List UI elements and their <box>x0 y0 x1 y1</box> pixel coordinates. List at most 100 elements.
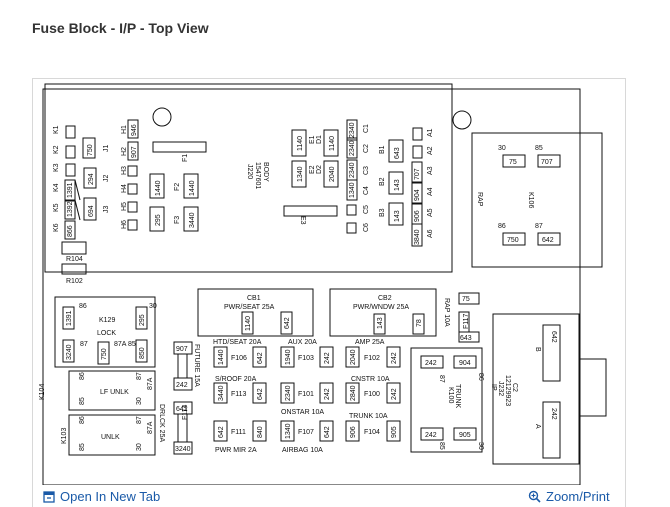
fuse-title-onstar: ONSTAR 10A <box>281 409 324 416</box>
k100-label: K100 <box>447 387 454 403</box>
c5-label: C5 <box>363 205 370 214</box>
f113-left-value: 3440 <box>218 385 225 401</box>
mount-hole-left <box>152 107 172 127</box>
unlk-label: UNLK <box>101 434 120 441</box>
fuse-f103: F103 <box>298 355 314 362</box>
drlck-label: DRLCK 25A <box>158 404 165 442</box>
d2-label: D2 <box>316 165 323 174</box>
k6-label: K6 <box>53 223 60 232</box>
body-panel <box>44 83 453 273</box>
e1-value: 1140 <box>297 136 304 151</box>
e2-label: E2 <box>309 165 316 174</box>
drlck-value-642: 642 <box>176 406 188 413</box>
j-value-750: 750 <box>87 144 94 156</box>
a5-value: 906 <box>414 210 421 222</box>
c2-part-number: 12129923 <box>504 375 511 406</box>
rap-value-642: 642 <box>542 237 554 244</box>
f101-right-value: 242 <box>324 388 331 400</box>
fuse-f104: F104 <box>364 429 380 436</box>
lock-pin-87: 87 <box>80 341 88 348</box>
lf-pin-30: 30 <box>136 397 143 405</box>
future-value-242: 242 <box>176 382 188 389</box>
k-value-1391: 1391 <box>67 182 74 198</box>
k5-label: K5 <box>53 203 60 212</box>
fuse-grid <box>213 346 401 442</box>
rap-relay-box <box>471 132 603 268</box>
h-value-907: 907 <box>131 146 138 158</box>
open-in-new-tab-label: Open In New Tab <box>60 489 161 504</box>
k3-label: K3 <box>53 163 60 172</box>
lock-pin-86: 86 <box>79 303 87 310</box>
c2-ip-label: IP <box>490 384 497 391</box>
f104-right-value: 905 <box>391 426 398 438</box>
trunk-relay-box <box>410 347 483 453</box>
rap-fuse-707 <box>537 154 561 168</box>
h2-label: H2 <box>121 147 128 156</box>
fuse-title-trunk: TRUNK 10A <box>349 413 388 420</box>
connector-pin-b: B <box>534 347 541 352</box>
f113-right-value: 642 <box>257 388 264 400</box>
lf-unlk-label: LF UNLK <box>100 389 129 396</box>
unlk-pin-85: 85 <box>79 443 86 451</box>
fuse-title-cnstr: CNSTR 10A <box>351 376 390 383</box>
c3-value: 2340 <box>349 162 356 178</box>
rap-pin-87: 87 <box>535 223 543 230</box>
h6-label: H6 <box>121 220 128 229</box>
unlk-pin-87a: 87A <box>147 421 154 434</box>
cb1-name: CB1 <box>247 295 261 302</box>
f103-left-value: 1940 <box>285 349 292 365</box>
a4-label: A4 <box>427 187 434 196</box>
j1-label: J1 <box>103 145 110 153</box>
j3-label: J3 <box>103 206 110 214</box>
h4-label: H4 <box>121 184 128 193</box>
f104-left-value: 906 <box>350 426 357 438</box>
a3-label: A3 <box>427 166 434 175</box>
j-value-294: 294 <box>88 173 95 185</box>
h5-label: H5 <box>121 202 128 211</box>
a6-label: A6 <box>427 229 434 238</box>
rap-pin-30: 30 <box>498 145 506 152</box>
page-title: Fuse Block - I/P - Top View <box>32 20 209 36</box>
fuse-f111: F111 <box>231 429 246 436</box>
rap-10a-label: RAP 10A <box>443 298 450 327</box>
fuse-f102: F102 <box>364 355 380 362</box>
k106-label: K106 <box>527 192 534 208</box>
drlck-value-3240: 3240 <box>175 446 191 453</box>
cb1-value-642: 642 <box>284 317 291 329</box>
a6-value: 3840 <box>414 229 421 245</box>
fuse-title-pwr-mir: PWR MIR 2A <box>215 447 257 454</box>
lf-pin-85: 85 <box>79 397 86 405</box>
lock-pin-30: 30 <box>149 303 157 310</box>
f3-label: F3 <box>174 216 181 224</box>
connector-pin-a: A <box>534 424 541 429</box>
k103-label: K103 <box>61 428 68 444</box>
f103-right-value: 242 <box>324 352 331 364</box>
trunk-pin-87: 87 <box>438 375 445 383</box>
e1-label: E1 <box>309 135 316 144</box>
zoom-print-link[interactable]: Zoom/Print <box>528 489 610 506</box>
rap-fuse-642 <box>537 232 561 246</box>
e3-label: E3 <box>299 216 306 225</box>
rap-value-75: 75 <box>509 159 517 166</box>
trunk-value-tr: 904 <box>459 360 471 367</box>
k-value-866: 866 <box>67 225 74 237</box>
cb2-name: CB2 <box>378 295 392 302</box>
h3-label: H3 <box>121 166 128 175</box>
c2-label: C2 <box>363 144 370 153</box>
e2-value: 1340 <box>297 166 304 182</box>
r104-label: R104 <box>66 256 83 263</box>
c2-connector-id: J232 <box>497 381 504 396</box>
r102-label: R102 <box>66 278 83 285</box>
f114-label: F114 <box>182 404 189 420</box>
lf-unlk-relay-box <box>68 370 156 411</box>
future-label: FUTURE 15A <box>193 344 200 387</box>
rap-fuse-value-75: 75 <box>462 296 470 303</box>
c2-label: C2 <box>511 383 518 392</box>
b3-label: B3 <box>379 208 386 217</box>
open-in-new-tab-link[interactable]: Open In New Tab <box>43 489 160 506</box>
trunk-label: TRUNK <box>454 384 461 408</box>
cb1-box <box>197 288 314 337</box>
c2-value: 2340 <box>349 140 356 156</box>
c4-value: 1340 <box>349 182 356 198</box>
f101-left-value: 2340 <box>285 385 292 401</box>
